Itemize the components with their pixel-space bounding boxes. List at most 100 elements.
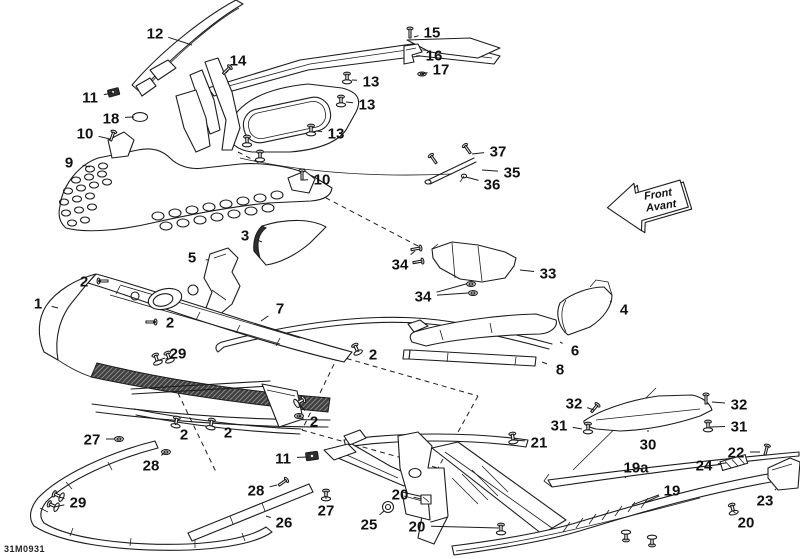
callout-19: 19 xyxy=(664,483,681,500)
callout-6: 6 xyxy=(571,343,579,360)
callout-1: 1 xyxy=(34,296,42,313)
callout-32: 32 xyxy=(566,396,583,413)
leader-line xyxy=(471,152,485,155)
part-bumper-trim-26 xyxy=(187,483,314,542)
callout-32: 32 xyxy=(731,397,748,414)
callout-2: 2 xyxy=(369,347,377,364)
leader-line xyxy=(51,305,59,309)
arrow-text-avant: Avant xyxy=(644,198,678,215)
leader-line xyxy=(98,135,111,140)
callout-31: 31 xyxy=(551,418,568,435)
callout-18: 18 xyxy=(103,111,120,128)
part-code: 31M0931 xyxy=(4,544,45,554)
callout-5: 5 xyxy=(188,250,196,267)
callout-2: 2 xyxy=(166,315,174,332)
leader-line xyxy=(165,357,169,360)
leader-line xyxy=(413,35,419,38)
callout-2: 2 xyxy=(80,274,88,291)
callout-34: 34 xyxy=(415,289,432,306)
part-deflector-3 xyxy=(253,219,327,266)
leader-line xyxy=(82,164,91,168)
callout-17: 17 xyxy=(433,62,450,79)
leader-line xyxy=(430,525,500,529)
callout-19a: 19a xyxy=(623,460,649,477)
callout-24: 24 xyxy=(696,458,713,475)
callout-14: 14 xyxy=(230,53,247,70)
callout-4: 4 xyxy=(620,302,629,319)
callout-13: 13 xyxy=(328,126,345,143)
part-bar-8 xyxy=(402,349,537,367)
leader-line xyxy=(103,92,114,96)
leader-line xyxy=(168,36,193,46)
leader-line xyxy=(512,439,526,442)
callout-20: 20 xyxy=(409,519,426,536)
leader-line xyxy=(436,283,467,293)
part-windshield-trim xyxy=(131,0,244,97)
leader-line xyxy=(265,515,271,519)
leader-line xyxy=(345,101,354,104)
callout-12: 12 xyxy=(147,26,164,43)
leader-line xyxy=(481,169,499,172)
part-bracket-5 xyxy=(203,247,241,317)
callout-11: 11 xyxy=(275,451,291,468)
callout-3: 3 xyxy=(241,228,249,245)
leader-line xyxy=(298,403,306,411)
leader-line xyxy=(413,496,422,500)
leader-line xyxy=(436,292,469,296)
callout-30: 30 xyxy=(640,437,657,454)
callout-22: 22 xyxy=(728,445,745,462)
callout-13: 13 xyxy=(359,97,376,114)
callout-36: 36 xyxy=(484,177,501,194)
part-console-assembly xyxy=(175,37,501,153)
callout-16: 16 xyxy=(426,48,443,65)
leader-line xyxy=(717,462,727,465)
leader-line xyxy=(225,69,229,74)
callout-31: 31 xyxy=(731,419,748,436)
leader-line xyxy=(58,496,65,499)
leader-line xyxy=(269,484,278,488)
leader-line xyxy=(53,504,65,508)
callout-13: 13 xyxy=(363,74,380,91)
callout-20: 20 xyxy=(392,487,409,504)
callout-9: 9 xyxy=(65,155,73,172)
front-direction-arrow: Front Avant xyxy=(606,179,693,234)
arrow-text-front: Front xyxy=(643,186,674,202)
callout-35: 35 xyxy=(504,165,521,182)
callout-10: 10 xyxy=(314,172,331,189)
part-hood xyxy=(38,273,353,435)
leader-line xyxy=(379,510,385,516)
callout-27: 27 xyxy=(84,432,101,449)
callout-29: 29 xyxy=(70,495,87,512)
leader-line xyxy=(711,401,726,404)
leader-line xyxy=(421,72,428,75)
leader-line xyxy=(298,415,301,418)
leader-line xyxy=(624,476,627,479)
leader-line xyxy=(572,426,583,430)
callout-28: 28 xyxy=(143,458,160,475)
leader-line xyxy=(257,239,263,243)
leader-line xyxy=(211,425,216,428)
vent-holes xyxy=(58,162,284,231)
part-frame-assembly xyxy=(329,429,800,556)
callout-37: 37 xyxy=(490,144,507,161)
callout-29: 29 xyxy=(170,346,187,363)
leader-line xyxy=(160,452,165,456)
leader-line xyxy=(587,407,595,411)
arrow-shape xyxy=(606,179,689,232)
callout-26: 26 xyxy=(276,515,293,532)
part-lever-assembly xyxy=(424,142,477,185)
callout-8: 8 xyxy=(556,362,564,379)
callout-11: 11 xyxy=(82,90,98,107)
part-vent-panel xyxy=(58,131,333,232)
callout-10: 10 xyxy=(77,126,94,143)
leader-line xyxy=(732,510,736,514)
part-plate-30 xyxy=(582,392,714,435)
callout-23: 23 xyxy=(757,493,774,510)
leader-line xyxy=(774,488,777,491)
callout-7: 7 xyxy=(276,301,284,318)
part-duct-4 xyxy=(557,279,613,336)
leader-line xyxy=(430,516,449,523)
